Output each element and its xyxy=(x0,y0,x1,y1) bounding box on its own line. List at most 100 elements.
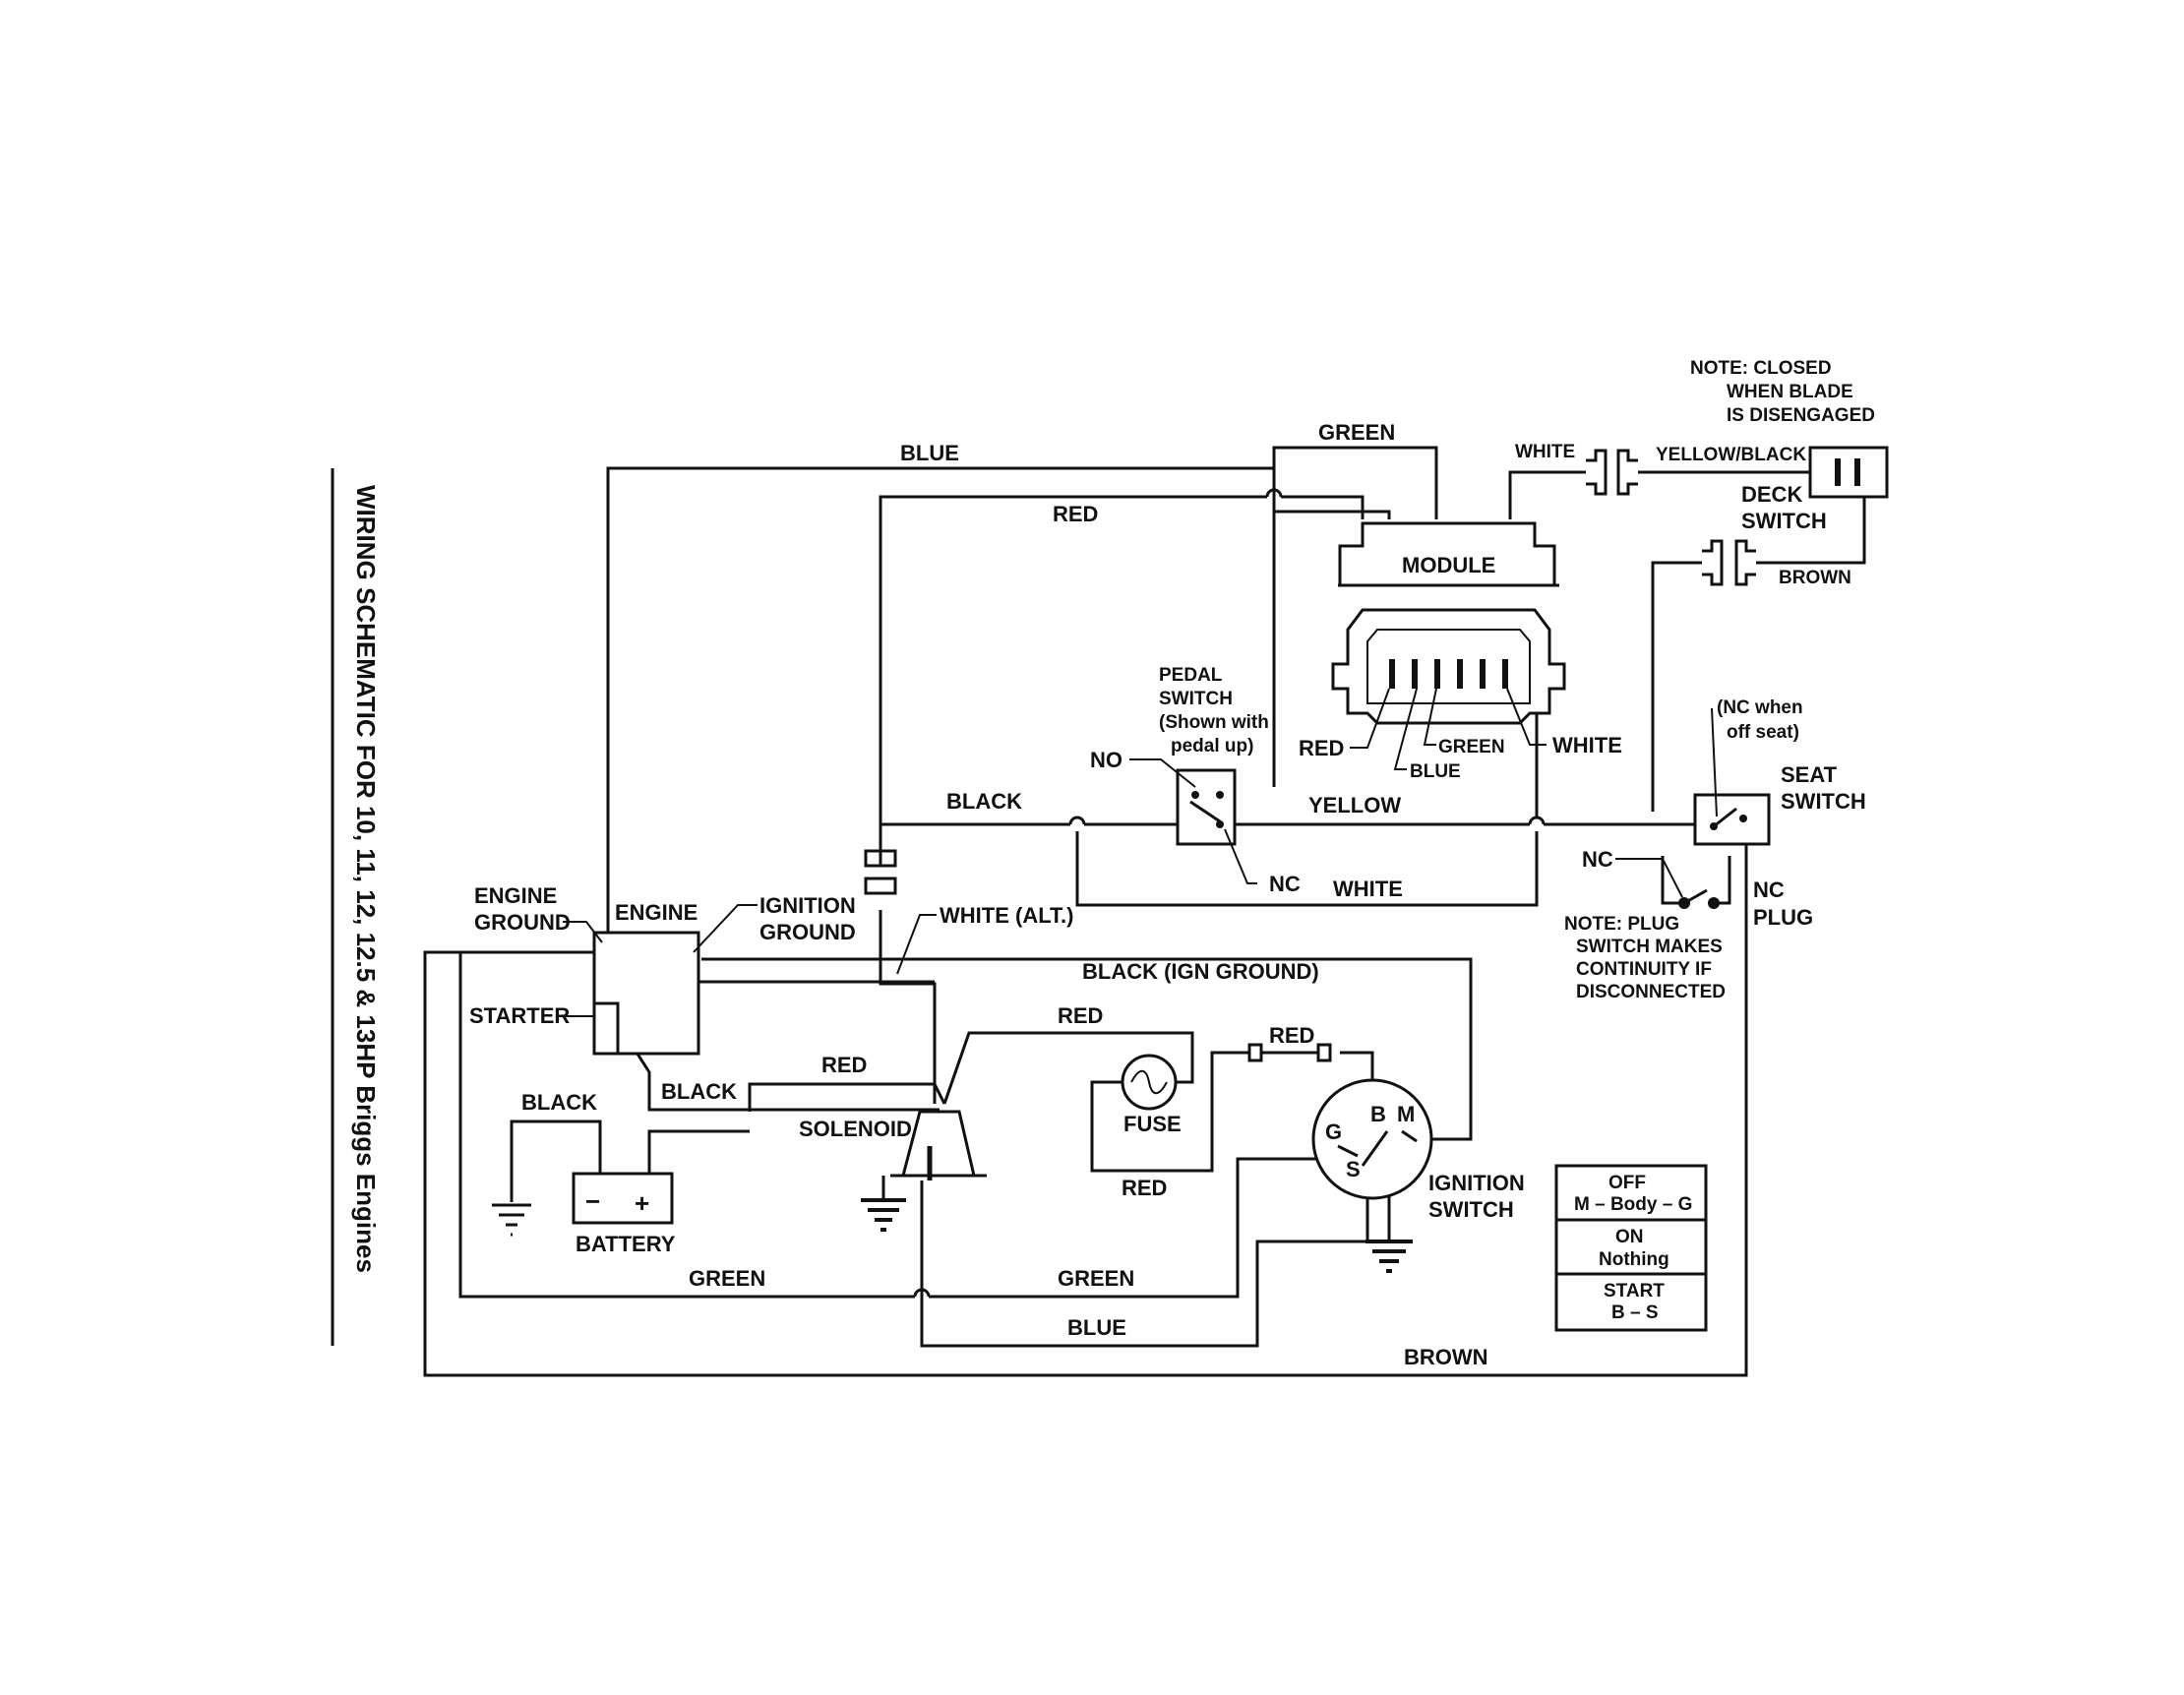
switch-state-table: OFF M – Body – G ON Nothing START B – S xyxy=(1554,1164,1708,1332)
ground-battery xyxy=(492,1203,531,1237)
pedal-node-2 xyxy=(1216,791,1224,799)
connector-blue-label: BLUE xyxy=(1410,761,1461,782)
seat-note-1: (NC when xyxy=(1717,697,1803,718)
fuse-element xyxy=(1130,1069,1168,1095)
wire-red-hop xyxy=(1265,488,1283,498)
solenoid-body xyxy=(901,1110,976,1178)
ign-b-label: B xyxy=(1370,1102,1386,1126)
pedal-node-1 xyxy=(1191,791,1199,799)
connector-deck-yb xyxy=(1616,449,1638,496)
wire-white-alt xyxy=(879,910,937,1104)
plug-node-2 xyxy=(1708,897,1720,909)
wire-black-battery xyxy=(510,1120,602,1202)
wire-seat-plug xyxy=(1661,856,1682,905)
plug-nc-left: NC xyxy=(1582,847,1613,872)
ign-m-label: M xyxy=(1397,1102,1415,1126)
engine-ground-1: ENGINE xyxy=(474,883,557,908)
ign-s-label: S xyxy=(1346,1157,1361,1181)
ignition-ground-2: GROUND xyxy=(759,920,856,944)
plug-nc-right-2: PLUG xyxy=(1753,905,1813,930)
wire-battery-plus xyxy=(647,1129,750,1176)
seat-note-leader xyxy=(1711,707,1718,817)
switch-table-row-0-state: OFF xyxy=(1608,1173,1646,1193)
seat-switch-label-1: SEAT xyxy=(1781,762,1838,787)
ignition-switch-label-2: SWITCH xyxy=(1428,1197,1514,1222)
seat-contact xyxy=(1713,807,1737,828)
battery-minus: − xyxy=(585,1186,600,1216)
ignition-switch-label-1: IGNITION xyxy=(1428,1171,1525,1195)
engine-ground-2: GROUND xyxy=(474,910,571,935)
wire-white-deck xyxy=(1508,470,1586,519)
connector-deck-white xyxy=(1586,449,1608,496)
wire-green-bottom-left xyxy=(458,950,915,1299)
plug-switch: NC NC PLUG NOTE: PLUG SWITCH MAKES CONTI… xyxy=(1564,847,1813,1002)
pedal-nc-label: NC xyxy=(1269,872,1301,896)
seat-node-1 xyxy=(1710,822,1718,830)
label-red-solenoid-left: RED xyxy=(821,1053,867,1077)
wire-red-top xyxy=(879,495,1365,831)
connector-brown-a xyxy=(1702,539,1724,586)
seat-switch-body xyxy=(1693,793,1771,846)
deck-switch-body xyxy=(1808,446,1889,499)
pedal-nc-leader xyxy=(1224,828,1257,884)
switch-table-row-1-state: ON xyxy=(1615,1227,1644,1247)
module-label: MODULE xyxy=(1402,553,1495,577)
battery: − + BATTERY xyxy=(572,1172,676,1256)
wire-plug-right xyxy=(1714,856,1731,905)
deck-note-2: WHEN BLADE xyxy=(1727,382,1853,402)
wire-black-hop xyxy=(1068,816,1086,825)
switch-table-row-2-state: START xyxy=(1604,1281,1665,1302)
label-yellow-mid: YELLOW xyxy=(1308,793,1401,817)
ignition-ground-leader xyxy=(693,904,758,953)
label-green-top: GREEN xyxy=(1318,420,1395,445)
ign-g-label: G xyxy=(1325,1120,1342,1144)
switch-table-row-0-detail: M – Body – G xyxy=(1574,1194,1692,1215)
red-inline-clip-a xyxy=(1247,1043,1263,1062)
white-alt-leader xyxy=(896,914,937,975)
battery-plus: + xyxy=(635,1188,649,1218)
deck-switch: NOTE: CLOSED WHEN BLADE IS DISENGAGED DE… xyxy=(1690,358,1889,533)
plug-contact xyxy=(1683,888,1708,905)
diagram-title: WIRING SCHEMATIC FOR 10, 11, 12, 12.5 & … xyxy=(351,485,381,1273)
starter-label: STARTER xyxy=(469,1003,570,1028)
wire-red-solenoid-fuse xyxy=(942,1031,1194,1105)
label-blue-bottom: BLUE xyxy=(1067,1315,1126,1340)
solenoid-label: SOLENOID xyxy=(799,1117,912,1141)
pedal-switch: PEDAL SWITCH (Shown with pedal up) NO NC xyxy=(1090,665,1301,896)
pedal-no-leader xyxy=(1129,758,1196,788)
ignition-switch: G B M S IGNITION SWITCH xyxy=(1311,1078,1525,1273)
engine-ground-leader xyxy=(563,921,603,943)
battery-body xyxy=(572,1172,674,1225)
wire-red-solenoid-left xyxy=(748,1082,946,1112)
ignition-ground-1: IGNITION xyxy=(759,893,856,918)
wire-red-fuse-loop xyxy=(1090,1051,1249,1173)
wire-yellow-hop xyxy=(1528,816,1546,825)
deck-switch-label-1: DECK xyxy=(1741,482,1802,507)
solenoid: SOLENOID xyxy=(799,1110,987,1232)
seat-switch: (NC when off seat) SEAT SWITCH xyxy=(1693,697,1866,846)
connector-green-label: GREEN xyxy=(1438,737,1505,757)
leader-green xyxy=(1423,688,1437,746)
ign-contact-m xyxy=(1401,1129,1418,1143)
switch-table-row-1-detail: Nothing xyxy=(1599,1249,1669,1270)
label-white-top: WHITE xyxy=(1515,442,1575,462)
pedal-switch-label-4: pedal up) xyxy=(1171,736,1253,757)
label-red-fuse-right: RED xyxy=(1269,1023,1314,1048)
deck-note-3: IS DISENGAGED xyxy=(1727,405,1875,426)
pedal-no-label: NO xyxy=(1090,748,1122,772)
fuse: FUSE xyxy=(1121,1054,1182,1136)
wire-white-mid xyxy=(1075,831,1539,907)
connector-red-label: RED xyxy=(1299,736,1344,760)
label-red-solenoid-top: RED xyxy=(1058,1003,1103,1028)
starter-body xyxy=(592,1001,620,1056)
label-brown-bottom: BROWN xyxy=(1404,1345,1488,1369)
label-red-fuse-bottom: RED xyxy=(1122,1176,1167,1200)
label-white-mid: WHITE xyxy=(1333,877,1403,901)
plug-note-2: SWITCH MAKES xyxy=(1576,937,1723,957)
red-inline-clip-b xyxy=(1316,1043,1332,1062)
wire-blue-bottom xyxy=(920,1180,1369,1348)
wire-black-mid xyxy=(879,822,1178,866)
plug-note-1: NOTE: PLUG xyxy=(1564,914,1679,935)
pedal-node-3 xyxy=(1216,820,1224,828)
